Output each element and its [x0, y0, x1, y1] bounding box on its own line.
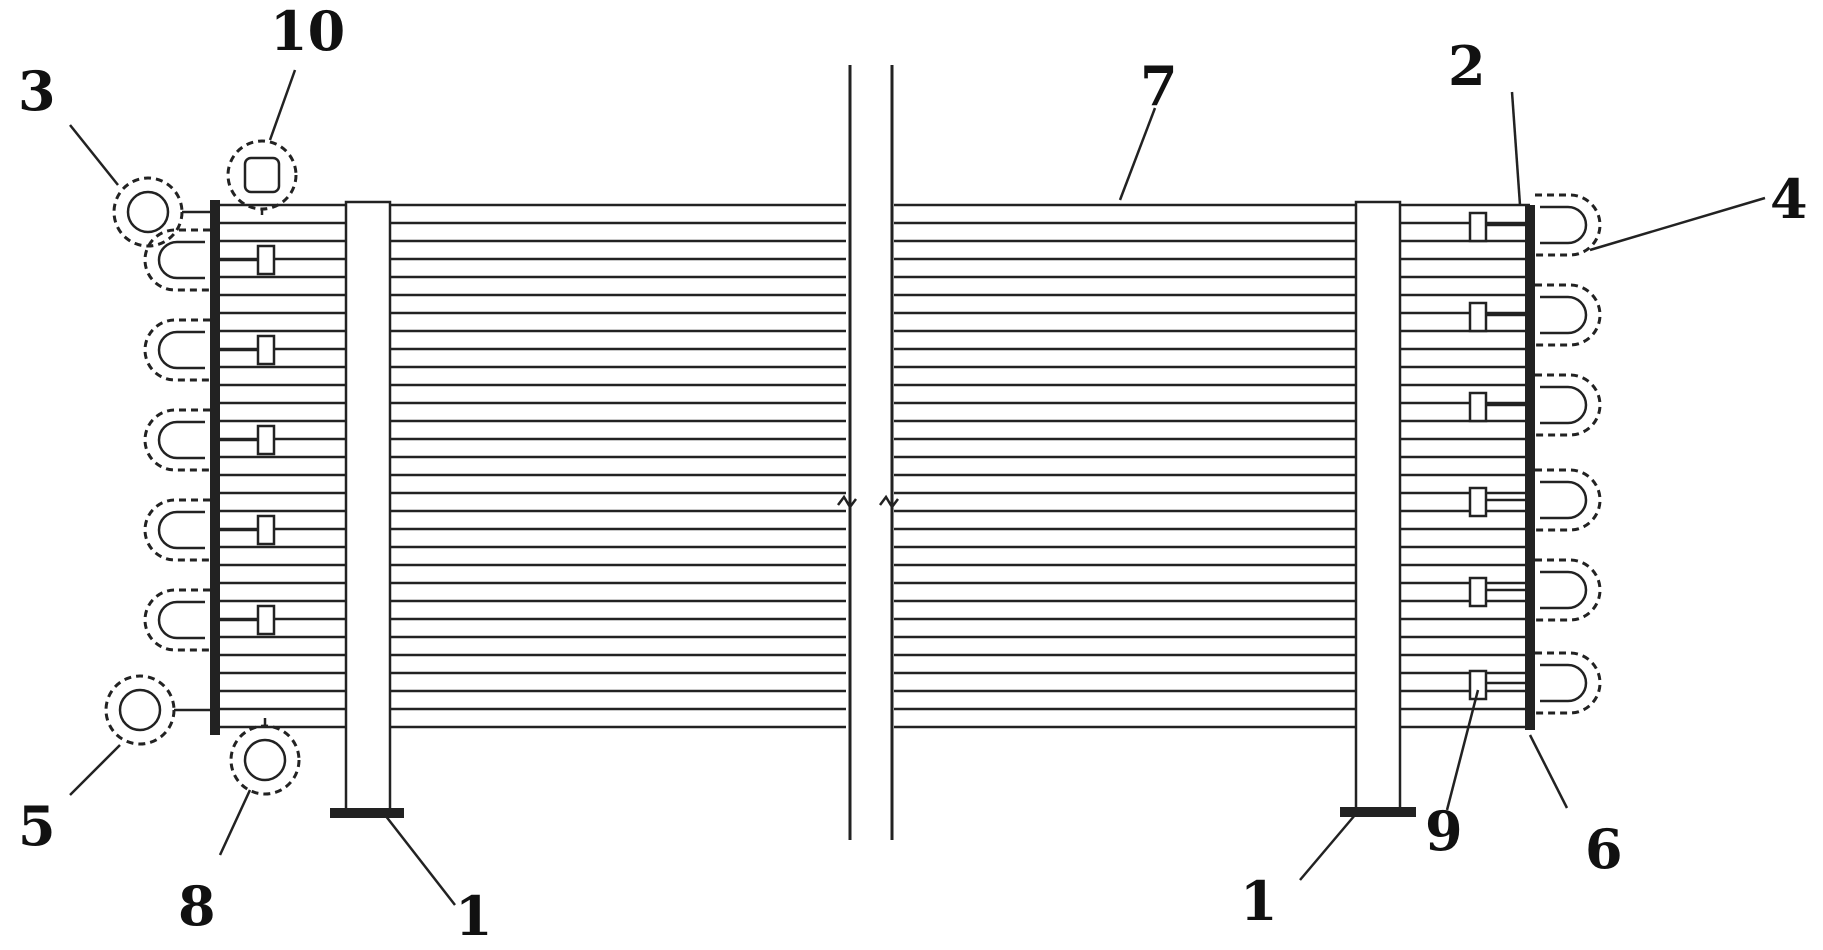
- return-bend: [1535, 283, 1602, 347]
- label-return-bend: 4: [1770, 167, 1808, 231]
- return-bend: [143, 498, 210, 562]
- return-bend: [1535, 193, 1602, 257]
- support-left: [330, 200, 404, 818]
- label-outlet-flange: 5: [18, 794, 56, 858]
- return-bends-left: [143, 228, 276, 652]
- return-bend-inner: [1540, 570, 1588, 610]
- label-bottom-flange: 8: [178, 874, 216, 938]
- support-right: [1340, 200, 1416, 817]
- return-bends-right: [1468, 193, 1602, 715]
- return-bend: [143, 408, 210, 472]
- connector: [256, 244, 276, 276]
- return-bend-inner: [157, 600, 205, 640]
- flange-bottom: [229, 718, 301, 796]
- flange-inlet: [112, 176, 215, 248]
- label-tube: 7: [1140, 54, 1178, 118]
- return-bend: [143, 228, 210, 292]
- return-bend-inner: [1540, 663, 1588, 703]
- return-bend-inner: [1540, 295, 1588, 335]
- return-bend-inner: [1540, 205, 1588, 245]
- label-support-left: 1: [455, 884, 493, 948]
- label-support-right: 1: [1240, 869, 1278, 933]
- return-bend-inner: [157, 420, 205, 460]
- flange-top: [226, 139, 298, 215]
- return-bend-inner: [157, 330, 205, 370]
- return-bend: [143, 318, 210, 382]
- return-bend-inner: [1540, 480, 1588, 520]
- return-bend-inner: [1540, 385, 1588, 425]
- center-break: [837, 65, 899, 845]
- leader-lines: [69, 69, 1766, 906]
- connector: [1468, 301, 1488, 333]
- connector: [1468, 211, 1488, 243]
- connector: [1468, 486, 1488, 518]
- connector: [256, 424, 276, 456]
- return-bend: [143, 588, 210, 652]
- connector: [1468, 576, 1488, 608]
- connector: [256, 604, 276, 636]
- connector: [256, 334, 276, 366]
- flange-outlet: [104, 674, 215, 746]
- connector: [256, 514, 276, 546]
- return-bend: [1535, 651, 1602, 715]
- label-top-flange: 10: [270, 0, 345, 63]
- return-bend: [1535, 468, 1602, 532]
- return-bend: [1535, 373, 1602, 437]
- return-bend-inner: [157, 510, 205, 550]
- label-tube-plate: 2: [1448, 34, 1486, 98]
- return-bend-inner: [157, 240, 205, 280]
- label-plate-right: 6: [1585, 817, 1623, 881]
- connector: [1468, 669, 1488, 701]
- label-inlet-flange: 3: [18, 59, 56, 123]
- return-bend: [1535, 558, 1602, 622]
- connector: [1468, 391, 1488, 423]
- label-connector: 9: [1425, 799, 1463, 863]
